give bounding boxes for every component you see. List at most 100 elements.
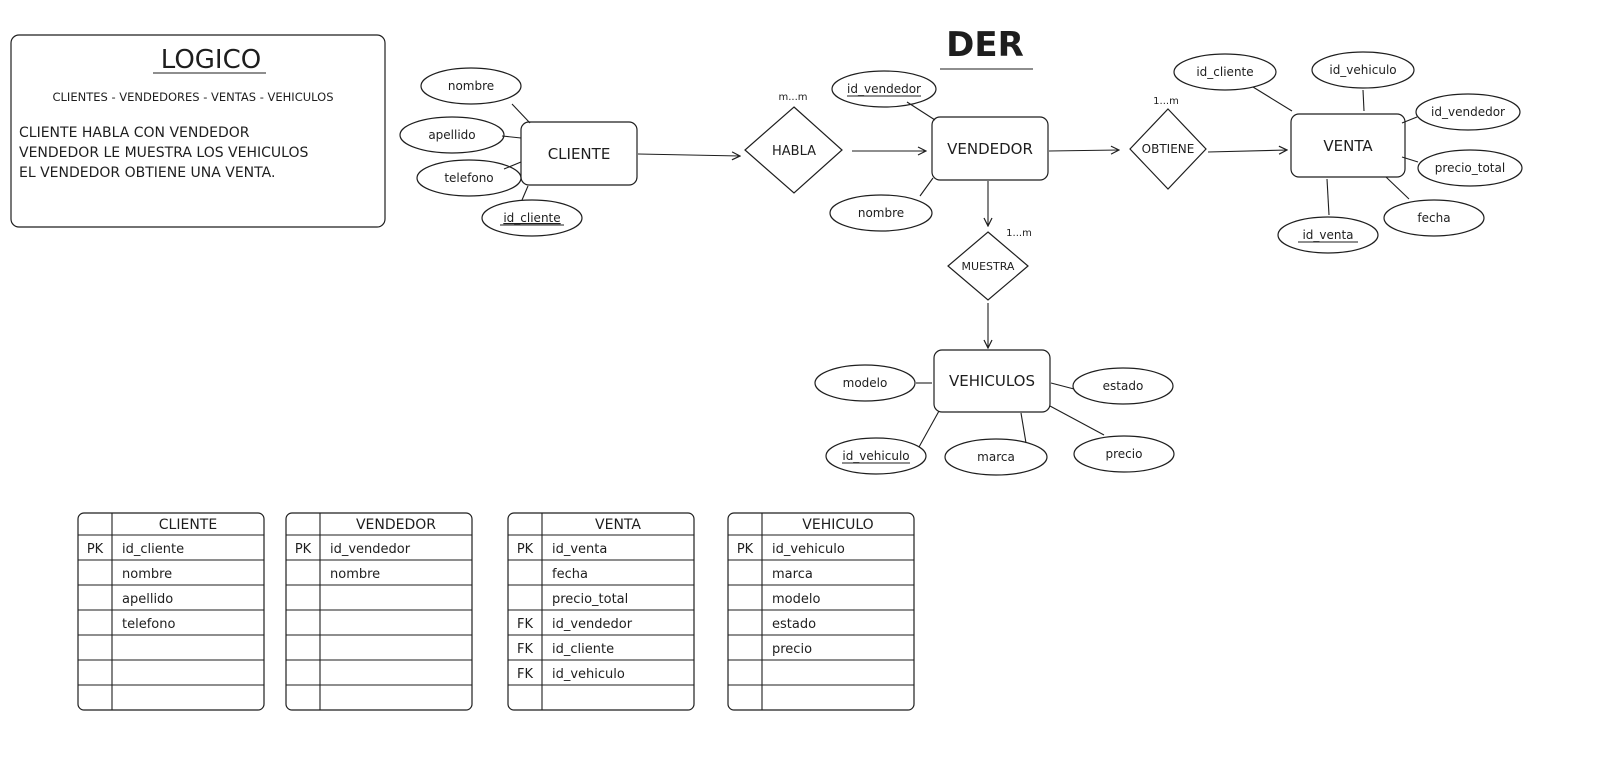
attr-vehiculos-precio: precio — [1073, 435, 1175, 473]
arrow-obtiene-venta — [1207, 150, 1287, 152]
table-row: PK id_vehiculo — [737, 542, 845, 557]
field-name: modelo — [772, 592, 820, 607]
svg-text:telefono: telefono — [444, 171, 493, 185]
attr-venta-id-venta: id_venta — [1277, 216, 1379, 254]
logico-frame — [10, 34, 386, 228]
field-name: id_vendedor — [330, 542, 411, 557]
key-marker: PK — [87, 542, 104, 557]
relation-obtiene: OBTIENE 1...m — [1129, 96, 1207, 190]
attr-cliente-id-cliente: id_cliente — [481, 199, 583, 237]
table-row: PK id_vendedor — [295, 542, 411, 557]
svg-text:apellido: apellido — [428, 128, 475, 142]
key-marker: PK — [517, 542, 534, 557]
attr-cliente-telefono: telefono — [416, 159, 522, 197]
relation-habla: HABLA m...m — [744, 92, 843, 194]
svg-text:nombre: nombre — [448, 79, 494, 93]
svg-text:id_venta: id_venta — [1302, 228, 1353, 242]
table-row: PK id_venta — [517, 542, 608, 557]
field-name: fecha — [552, 567, 588, 582]
logico-panel: LOGICO CLIENTES - VENDEDORES - VENTAS - … — [10, 34, 386, 228]
arrow-cliente-habla — [637, 154, 740, 156]
svg-text:precio_total: precio_total — [1435, 161, 1505, 175]
key-marker: PK — [295, 542, 312, 557]
attr-venta-id-cliente: id_cliente — [1173, 53, 1277, 91]
logico-subtitle: CLIENTES - VENDEDORES - VENTAS - VEHICUL… — [53, 90, 334, 104]
key-marker: PK — [737, 542, 754, 557]
field-name: id_vehiculo — [772, 542, 845, 557]
attr-vehiculos-estado: estado — [1072, 367, 1174, 405]
svg-text:id_cliente: id_cliente — [503, 211, 560, 225]
attr-vehiculos-modelo: modelo — [814, 364, 916, 402]
table-row: precio_total — [552, 592, 628, 607]
logico-line-3: EL VENDEDOR OBTIENE UNA VENTA. — [19, 165, 275, 181]
attr-venta-id-vendedor: id_vendedor — [1415, 93, 1521, 131]
svg-text:modelo: modelo — [843, 376, 888, 390]
field-name: id_vendedor — [552, 617, 633, 632]
table-row: estado — [772, 617, 816, 632]
der-title: DER — [946, 25, 1024, 65]
table-row: marca — [772, 567, 813, 582]
field-name: id_vehiculo — [552, 667, 625, 682]
svg-text:precio: precio — [1106, 447, 1143, 461]
table-row: PK id_cliente — [87, 542, 184, 557]
relation-obtiene-label: OBTIENE — [1142, 142, 1195, 156]
field-name: precio_total — [552, 592, 628, 607]
field-name: nombre — [330, 567, 380, 582]
table-row: telefono — [122, 617, 175, 632]
table-title: VENDEDOR — [356, 517, 436, 533]
relationship-arrows — [637, 150, 1287, 348]
table-row: precio — [772, 642, 812, 657]
field-name: nombre — [122, 567, 172, 582]
entity-vendedor: VENDEDOR — [931, 116, 1049, 181]
svg-text:id_cliente: id_cliente — [1196, 65, 1253, 79]
entity-cliente: CLIENTE — [520, 121, 638, 186]
entity-vendedor-label: VENDEDOR — [947, 140, 1033, 158]
attr-cliente-nombre: nombre — [420, 67, 522, 105]
attr-venta-precio-total: precio_total — [1417, 149, 1523, 187]
logico-title: LOGICO — [161, 45, 261, 75]
der-header: DER — [940, 25, 1033, 70]
attr-vendedor-id-vendedor: id_vendedor — [831, 70, 937, 108]
cardinality-obtiene: 1...m — [1153, 96, 1179, 107]
attr-vehiculos-marca: marca — [944, 438, 1048, 476]
table-row: nombre — [330, 567, 380, 582]
entity-venta-label: VENTA — [1323, 137, 1373, 155]
attribute-connectors — [501, 86, 1419, 448]
entity-cliente-label: CLIENTE — [548, 145, 611, 163]
attr-venta-fecha: fecha — [1383, 199, 1485, 237]
svg-text:estado: estado — [1103, 379, 1144, 393]
svg-text:id_vendedor: id_vendedor — [847, 82, 921, 96]
field-name: estado — [772, 617, 816, 632]
table-title: CLIENTE — [159, 517, 217, 533]
entity-venta: VENTA — [1290, 113, 1406, 178]
svg-text:nombre: nombre — [858, 206, 904, 220]
svg-text:marca: marca — [977, 450, 1015, 464]
arrow-vendedor-obtiene — [1048, 150, 1119, 151]
field-name: apellido — [122, 592, 173, 607]
logico-line-1: CLIENTE HABLA CON VENDEDOR — [19, 125, 250, 141]
logico-line-2: VENDEDOR LE MUESTRA LOS VEHICULOS — [19, 145, 308, 161]
relation-habla-label: HABLA — [772, 144, 816, 159]
cardinality-muestra: 1...m — [1006, 228, 1032, 239]
attr-venta-id-vehiculo: id_vehiculo — [1311, 51, 1415, 89]
field-name: id_cliente — [122, 542, 184, 557]
field-name: precio — [772, 642, 812, 657]
field-name: id_venta — [552, 542, 607, 557]
svg-text:id_vehiculo: id_vehiculo — [842, 449, 909, 463]
field-name: telefono — [122, 617, 175, 632]
relation-muestra: MUESTRA 1...m — [947, 228, 1032, 301]
entity-vehiculos: VEHICULOS — [933, 349, 1051, 413]
table-row: modelo — [772, 592, 820, 607]
entity-vehiculos-label: VEHICULOS — [949, 372, 1035, 390]
cardinality-habla: m...m — [778, 92, 807, 103]
table-row: apellido — [122, 592, 173, 607]
